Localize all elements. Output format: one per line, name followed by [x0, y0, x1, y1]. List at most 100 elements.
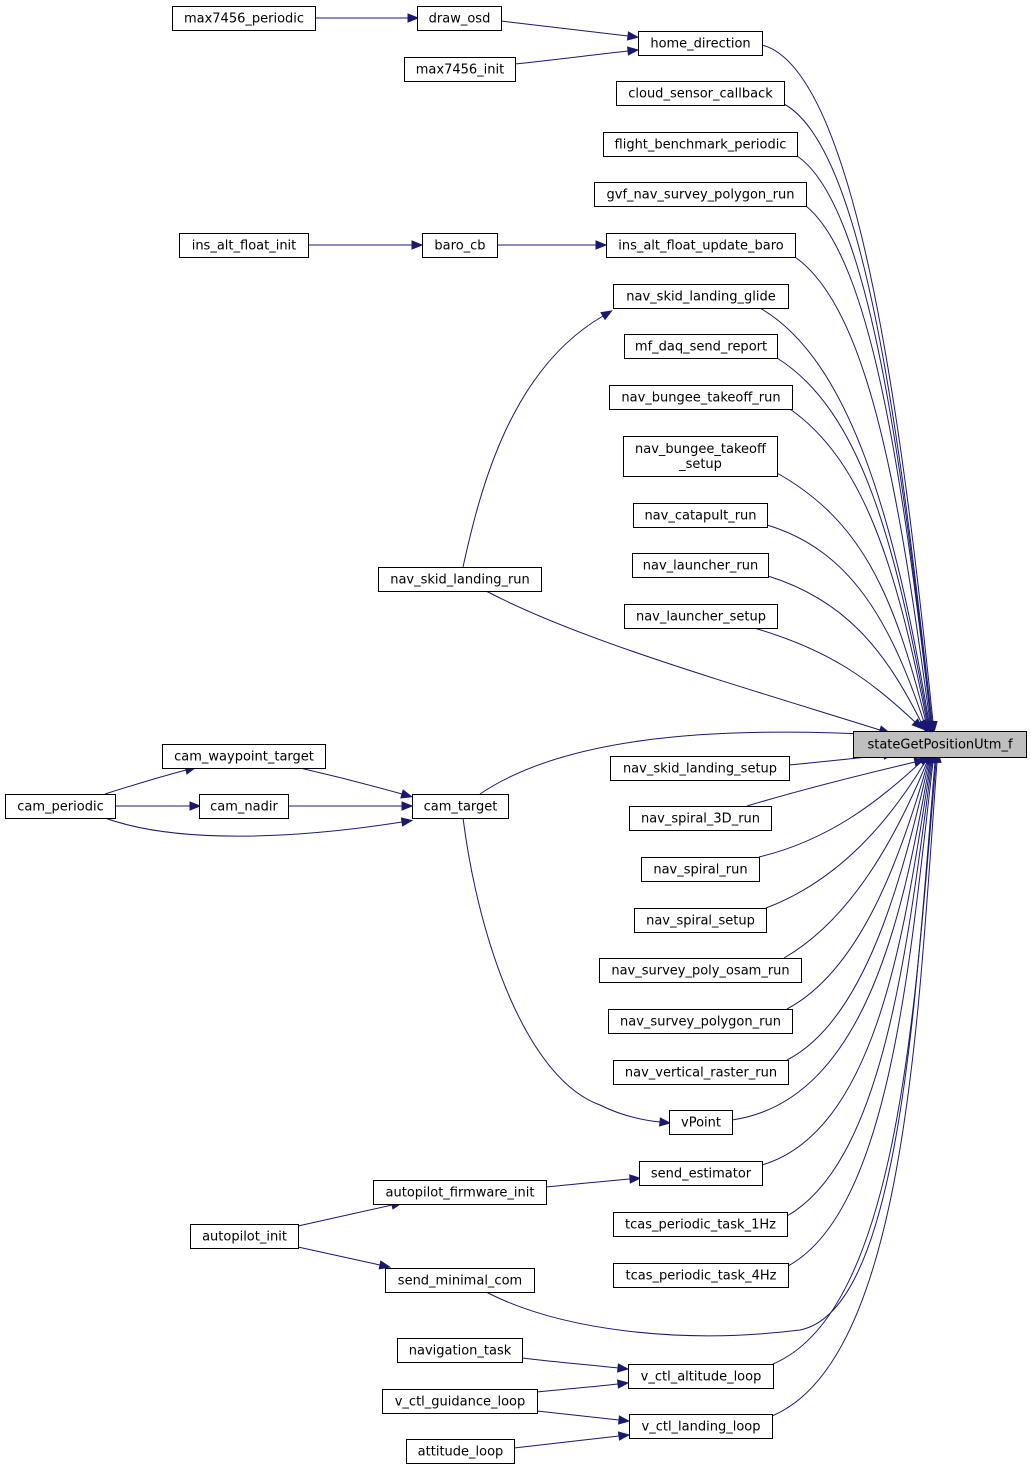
- node-box: [632, 553, 769, 578]
- node-box: [190, 1224, 299, 1249]
- node-tcas_periodic_task_4Hz[interactable]: tcas_periodic_task_4Hz: [613, 1263, 789, 1288]
- node-autopilot_firmware_init[interactable]: autopilot_firmware_init: [373, 1180, 547, 1205]
- edge-nav_survey_polygon_run-to-stateGetPositionUtm_f: [786, 751, 933, 1010]
- node-cloud_sensor_callback[interactable]: cloud_sensor_callback: [616, 81, 785, 106]
- edge-autopilot_init-to-send_minimal_com: [297, 1246, 392, 1270]
- edge-v_ctl_altitude_loop-to-stateGetPositionUtm_f: [772, 750, 941, 1365]
- node-nav_survey_poly_osam_run[interactable]: nav_survey_poly_osam_run: [599, 958, 802, 983]
- node-navigation_task[interactable]: navigation_task: [397, 1338, 523, 1363]
- edge-baro_cb-to-ins_alt_float_update_baro: [497, 240, 608, 250]
- node-box: [422, 233, 498, 258]
- node-box: [406, 1439, 515, 1464]
- arrowhead-icon: [618, 1415, 631, 1425]
- node-send_minimal_com[interactable]: send_minimal_com: [385, 1268, 535, 1293]
- node-attitude_loop[interactable]: attitude_loop: [406, 1439, 515, 1464]
- arrowhead-icon: [407, 13, 420, 23]
- node-label: cloud_sensor_callback: [628, 87, 773, 102]
- arrowhead-icon: [595, 240, 608, 250]
- edge-v_ctl_guidance_loop-to-v_ctl_altitude_loop: [536, 1379, 630, 1393]
- node-ins_alt_float_init[interactable]: ins_alt_float_init: [179, 233, 309, 258]
- node-box: [613, 1263, 789, 1288]
- node-nav_vertical_raster_run[interactable]: nav_vertical_raster_run: [613, 1060, 789, 1085]
- edge-line: [789, 408, 928, 723]
- node-box: [609, 385, 793, 410]
- node-tcas_periodic_task_1Hz[interactable]: tcas_periodic_task_1Hz: [613, 1212, 788, 1237]
- node-v_ctl_landing_loop[interactable]: v_ctl_landing_loop: [629, 1414, 773, 1439]
- node-nav_launcher_run[interactable]: nav_launcher_run: [632, 553, 769, 578]
- node-nav_spiral_3D_run[interactable]: nav_spiral_3D_run: [629, 806, 772, 831]
- node-nav_catapult_run[interactable]: nav_catapult_run: [633, 503, 768, 528]
- edge-cam_waypoint_target-to-cam_target: [299, 767, 413, 799]
- node-box: [199, 794, 289, 819]
- node-baro_cb[interactable]: baro_cb: [422, 233, 498, 258]
- edge-line: [759, 307, 930, 723]
- node-label: nav_spiral_3D_run: [641, 812, 760, 827]
- node-stateGetPositionUtm_f[interactable]: stateGetPositionUtm_f: [853, 731, 1027, 758]
- node-box: [616, 81, 785, 106]
- node-label: v_ctl_guidance_loop: [395, 1395, 526, 1410]
- node-draw_osd[interactable]: draw_osd: [417, 6, 502, 31]
- node-v_ctl_guidance_loop[interactable]: v_ctl_guidance_loop: [382, 1389, 538, 1414]
- node-cam_waypoint_target[interactable]: cam_waypoint_target: [162, 744, 326, 769]
- node-label: nav_spiral_setup: [646, 914, 755, 929]
- node-vPoint[interactable]: vPoint: [669, 1110, 733, 1135]
- node-label: stateGetPositionUtm_f: [867, 738, 1012, 753]
- node-label: autopilot_init: [202, 1230, 287, 1245]
- edge-send_minimal_com-to-stateGetPositionUtm_f: [485, 750, 940, 1337]
- node-nav_bungee_takeoff_setup[interactable]: nav_bungee_takeoff_setup: [623, 436, 778, 477]
- edge-v_ctl_landing_loop-to-stateGetPositionUtm_f: [771, 750, 942, 1417]
- edge-line: [746, 761, 916, 807]
- arrowhead-icon: [189, 801, 202, 811]
- node-nav_skid_landing_run[interactable]: nav_skid_landing_run: [378, 567, 542, 592]
- node-label: navigation_task: [409, 1344, 512, 1359]
- node-nav_bungee_takeoff_run[interactable]: nav_bungee_takeoff_run: [609, 385, 793, 410]
- node-autopilot_init[interactable]: autopilot_init: [190, 1224, 299, 1249]
- edge-attitude_loop-to-v_ctl_landing_loop: [513, 1431, 631, 1449]
- node-box: [669, 1110, 733, 1135]
- node-send_estimator[interactable]: send_estimator: [639, 1161, 763, 1186]
- node-label: _setup: [678, 457, 722, 472]
- node-home_direction[interactable]: home_direction: [638, 31, 763, 56]
- node-nav_spiral_run[interactable]: nav_spiral_run: [641, 857, 760, 882]
- node-cam_nadir[interactable]: cam_nadir: [199, 794, 289, 819]
- arrowhead-icon: [378, 1260, 392, 1270]
- node-box: [633, 503, 768, 528]
- node-max7456_init[interactable]: max7456_init: [404, 57, 516, 82]
- node-nav_launcher_setup[interactable]: nav_launcher_setup: [624, 604, 778, 629]
- node-label: cam_nadir: [210, 800, 278, 815]
- edge-line: [786, 761, 933, 1217]
- edge-line: [796, 155, 932, 723]
- node-nav_survey_polygon_run[interactable]: nav_survey_polygon_run: [608, 1009, 793, 1034]
- node-label: nav_launcher_run: [643, 559, 759, 574]
- node-nav_skid_landing_glide[interactable]: nav_skid_landing_glide: [613, 284, 789, 309]
- node-box: [412, 794, 509, 819]
- node-cam_periodic[interactable]: cam_periodic: [5, 794, 116, 819]
- node-box: [397, 1338, 523, 1363]
- arrowhead-icon: [626, 31, 640, 41]
- edge-autopilot_firmware_init-to-send_estimator: [545, 1174, 642, 1188]
- node-label: tcas_periodic_task_1Hz: [625, 1218, 776, 1233]
- node-cam_target[interactable]: cam_target: [412, 794, 509, 819]
- edge-navigation_task-to-v_ctl_altitude_loop: [521, 1357, 630, 1373]
- nodes-layer: max7456_periodic draw_osd home_directionma…: [5, 6, 1027, 1464]
- node-nav_skid_landing_setup[interactable]: nav_skid_landing_setup: [610, 756, 790, 781]
- node-ins_alt_float_update_baro[interactable]: ins_alt_float_update_baro: [606, 233, 796, 258]
- edge-line: [758, 761, 922, 858]
- node-label: nav_skid_landing_run: [390, 573, 530, 588]
- edge-cam_periodic-to-cam_nadir: [115, 801, 202, 811]
- node-max7456_periodic[interactable]: max7456_periodic: [172, 6, 316, 31]
- edge-tcas_periodic_task_1Hz-to-stateGetPositionUtm_f: [786, 750, 937, 1217]
- edge-nav_launcher_setup-to-stateGetPositionUtm_f: [753, 627, 924, 730]
- node-nav_spiral_setup[interactable]: nav_spiral_setup: [634, 908, 767, 933]
- node-v_ctl_altitude_loop[interactable]: v_ctl_altitude_loop: [628, 1364, 774, 1389]
- node-flight_benchmark_periodic[interactable]: flight_benchmark_periodic: [603, 132, 798, 157]
- node-label: v_ctl_landing_loop: [642, 1420, 761, 1435]
- node-gvf_nav_survey_polygon_run[interactable]: gvf_nav_survey_polygon_run: [594, 182, 807, 207]
- node-box: [629, 1414, 773, 1439]
- node-mf_daq_send_report[interactable]: mf_daq_send_report: [624, 334, 778, 359]
- node-label: send_estimator: [651, 1167, 752, 1182]
- edge-line: [485, 590, 881, 731]
- edge-max7456_init-to-home_direction: [514, 46, 640, 65]
- node-box: [594, 182, 807, 207]
- edge-cam_periodic-to-cam_target: [104, 817, 414, 837]
